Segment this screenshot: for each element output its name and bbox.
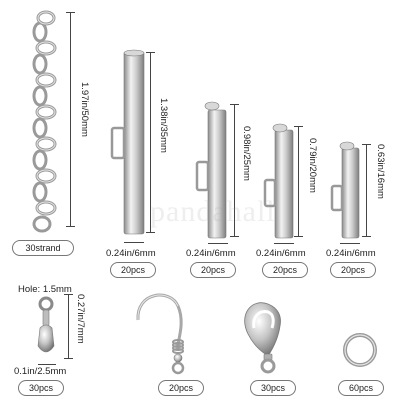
tube-2-qty-badge: 20pcs <box>190 262 236 278</box>
slide-tube-4 <box>330 141 360 239</box>
drop-height-label: 0.27in/7mm <box>75 294 86 344</box>
tube-1-height-label: 1.38in/35mm <box>158 98 169 153</box>
clasp-qty-badge: 30pcs <box>250 380 296 396</box>
tube-4-height-line <box>366 144 367 236</box>
tube-3-height-label: 0.79in/20mm <box>307 138 318 193</box>
tube-4-height-cap-bottom <box>362 236 371 237</box>
tube-2-height-cap-top <box>230 104 239 105</box>
tube-1-width-label: 0.24in/6mm <box>106 248 156 259</box>
ring-qty-badge: 60pcs <box>338 380 384 396</box>
extender-chain <box>20 8 60 238</box>
tube-3-width-line <box>274 243 294 244</box>
tube-2-width-label: 0.24in/6mm <box>186 248 236 259</box>
tube-2-height-cap-bottom <box>230 236 239 237</box>
tube-4-width-label: 0.24in/6mm <box>326 248 376 259</box>
chain-end-drop <box>37 296 55 353</box>
tube-4-width-line <box>340 243 360 244</box>
tube-1-qty-badge: 20pcs <box>110 262 156 278</box>
tube-1-height-cap-bottom <box>146 232 155 233</box>
tube-1-height-cap-top <box>146 52 155 53</box>
tube-3-width-label: 0.24in/6mm <box>256 248 306 259</box>
chain-dimension-cap-bottom <box>66 226 75 227</box>
chain-length-label: 1.97in/50mm <box>79 82 90 137</box>
chain-qty-badge: 30strand <box>12 240 74 256</box>
drop-height-cap-bottom <box>64 358 73 359</box>
drop-qty-badge: 30pcs <box>18 380 64 396</box>
drop-width-line <box>38 364 56 365</box>
tube-2-height-label: 0.98in/25mm <box>241 126 252 181</box>
drop-height-cap-top <box>64 294 73 295</box>
hook-qty-badge: 20pcs <box>158 380 204 396</box>
tube-4-height-label: 0.63in/16mm <box>375 144 386 199</box>
chain-dimension-line <box>70 12 71 226</box>
slide-tube-2 <box>195 101 227 239</box>
watermark: pandahall <box>150 195 276 228</box>
slide-tube-3 <box>263 123 294 239</box>
earring-hook <box>136 293 185 375</box>
jump-ring <box>343 333 377 367</box>
tube-3-height-cap-top <box>294 126 303 127</box>
chain-dimension-cap-top <box>66 12 75 13</box>
tube-2-width-line <box>208 243 228 244</box>
tube-4-qty-badge: 20pcs <box>330 262 376 278</box>
drop-height-line <box>68 294 69 358</box>
lobster-clasp <box>244 302 281 374</box>
slide-tube-1 <box>110 49 145 235</box>
tube-2-height-line <box>234 104 235 236</box>
tube-3-qty-badge: 20pcs <box>262 262 308 278</box>
tube-4-height-cap-top <box>362 144 371 145</box>
tube-1-width-line <box>124 242 144 243</box>
drop-hole-label: Hole: 1.5mm <box>18 284 72 295</box>
drop-width-label: 0.1in/2.5mm <box>14 366 67 377</box>
tube-3-height-cap-bottom <box>294 236 303 237</box>
tube-3-height-line <box>298 126 299 236</box>
tube-1-height-line <box>150 52 151 232</box>
extender-chain-graphic <box>32 10 57 233</box>
